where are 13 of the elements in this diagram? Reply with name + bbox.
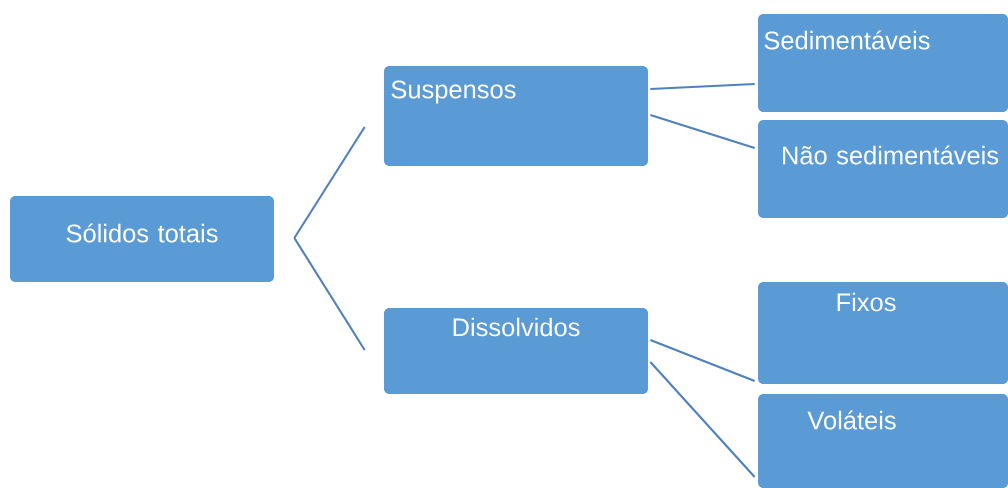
connector-line: [293, 237, 366, 351]
connector-line: [650, 82, 755, 91]
process-box: Não sedimentáveis: [758, 120, 1008, 218]
process-box: Voláteis: [758, 394, 1008, 488]
connector-line: [293, 126, 366, 239]
connector-line: [649, 339, 756, 382]
process-box: Suspensos: [384, 66, 648, 166]
connector-line: [649, 361, 756, 478]
process-box: Dissolvidos: [384, 308, 648, 394]
process-box: Sedimentáveis: [758, 14, 1008, 112]
process-box: Fixos: [758, 282, 1008, 384]
process-box: Sólidos totais: [10, 196, 274, 282]
connector-line: [650, 114, 755, 149]
